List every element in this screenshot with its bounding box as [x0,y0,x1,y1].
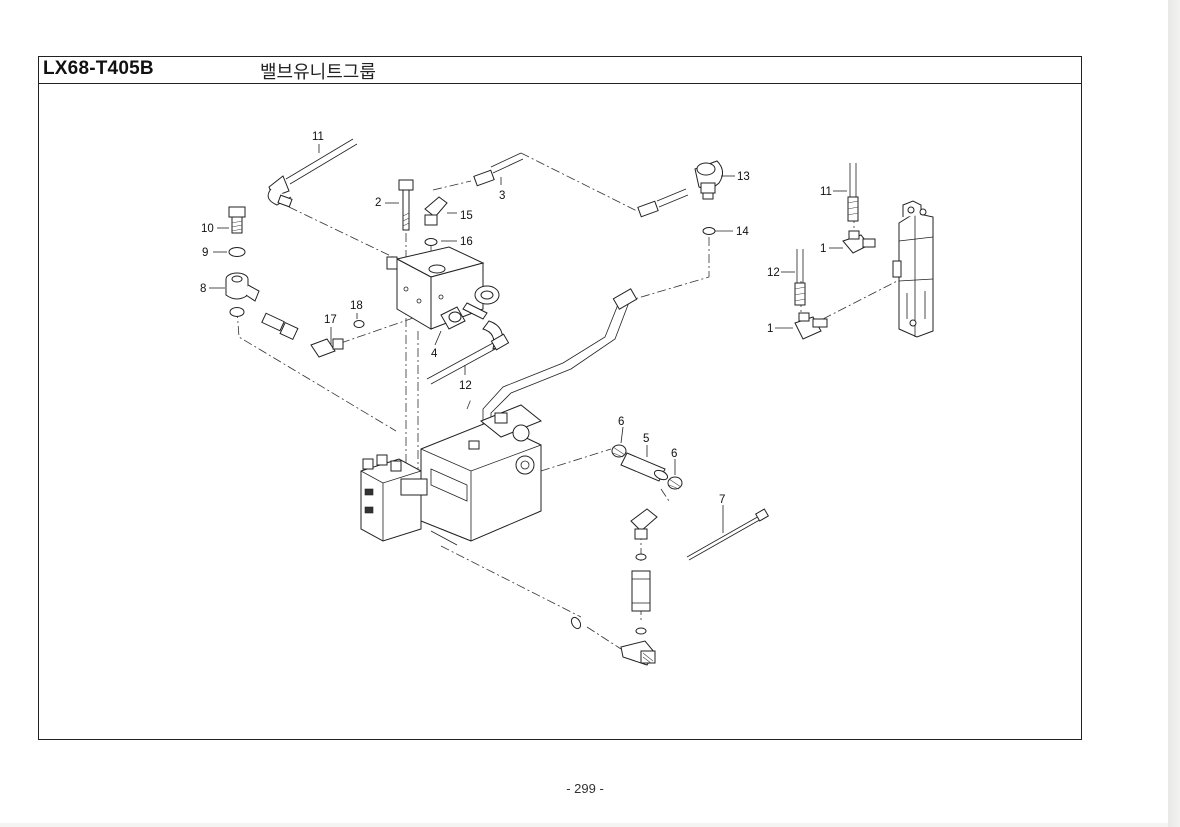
callout-5: 5 [643,433,649,445]
o-rings [228,227,716,635]
right-fitting-1-upper [842,230,876,254]
callout-7: 7 [719,494,725,506]
hose-11 [267,138,358,208]
fitting-17 [261,312,344,358]
page-number: - 299 - [566,781,604,796]
clamp-6-right [667,476,683,490]
model-code: LX68-T405B [43,58,154,79]
callout-18: 18 [350,300,363,312]
title-bar: LX68-T405B 밸브유니트그룹 [39,57,1081,84]
callout-6-left: 6 [618,416,624,428]
banjo-bolt-10 [228,206,246,234]
callout-11-right: 11 [820,186,832,198]
callout-14: 14 [736,226,749,238]
callout-8: 8 [200,283,206,295]
clamp-6-left [611,444,627,458]
callout-12: 12 [459,380,472,392]
callout-2: 2 [375,197,381,209]
callout-4: 4 [431,348,438,360]
callout-10: 10 [201,223,214,235]
callout-12-right: 12 [767,267,780,279]
callout-1-lower: 1 [767,323,773,335]
diagram-frame: LX68-T405B 밸브유니트그룹 [38,56,1082,740]
callout-6-right: 6 [671,448,677,460]
scan-edge [1168,0,1180,827]
lower-fittings [620,508,658,666]
callout-17: 17 [324,314,337,326]
bolt-2 [398,179,414,231]
cable-tie-7 [686,508,770,561]
leader-lines [209,144,847,533]
elbow-fitting-15 [424,196,448,226]
callout-15: 15 [460,210,473,222]
callout-1-upper: 1 [820,243,826,255]
callout-labels: 11 2 3 15 16 13 14 10 9 8 17 18 4 12 6 5… [200,131,832,506]
callout-9: 9 [202,247,208,259]
group-name: 밸브유니트그룹 [260,62,376,83]
hose-12 [426,320,510,385]
hose-5 [620,452,669,482]
assembly-lines [236,152,902,650]
hose-3 [473,152,689,218]
hydraulic-cylinder [892,200,934,338]
right-hose-12 [794,249,806,306]
callout-13: 13 [737,171,750,183]
callout-11: 11 [312,131,324,143]
callout-3: 3 [499,190,505,202]
valve-block-4 [386,246,500,330]
banjo-fitting-8 [225,272,260,302]
steel-pipe [482,288,638,429]
right-hose-11 [847,163,859,222]
exploded-parts-diagram: 11 2 3 15 16 13 14 10 9 8 17 18 4 12 6 5… [200,131,934,666]
callout-16: 16 [460,236,473,248]
hydraulic-pump-assembly [360,404,542,546]
right-fitting-1-lower [794,312,828,340]
elbow-fitting-13 [694,160,723,200]
